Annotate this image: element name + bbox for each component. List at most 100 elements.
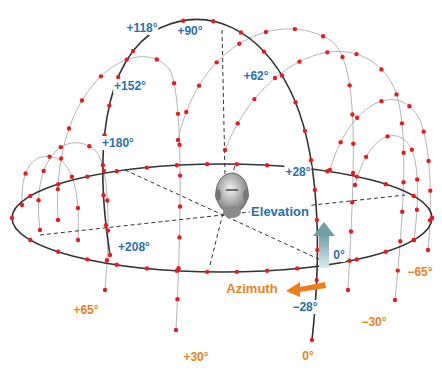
speaker-dot <box>102 169 106 173</box>
angle-label: +118° <box>125 21 158 35</box>
angle-label: 0° <box>301 349 314 363</box>
speaker-dot <box>430 216 434 220</box>
speaker-dot <box>181 18 185 22</box>
speaker-dot <box>293 100 297 104</box>
thin-arc <box>225 51 404 300</box>
speaker-dot <box>355 174 359 178</box>
speaker-dot <box>178 173 182 177</box>
speaker-dot <box>214 60 218 64</box>
speaker-dot <box>197 83 201 87</box>
speaker-dot <box>347 259 351 263</box>
angle-label: +180° <box>101 136 135 150</box>
angle-label: +30° <box>182 350 209 364</box>
speaker-dot <box>145 266 149 270</box>
speaker-dot <box>47 154 51 158</box>
axis-label: Elevation <box>250 205 310 219</box>
angle-label: +90° <box>176 24 203 38</box>
speaker-dot <box>264 30 268 34</box>
speaker-dot <box>105 258 109 262</box>
speaker-dot <box>239 30 243 34</box>
speaker-dot <box>364 155 368 159</box>
speaker-dot <box>428 188 432 192</box>
speaker-dot <box>293 27 297 31</box>
speaker-dot <box>131 49 135 53</box>
speaker-dot <box>41 169 45 173</box>
speaker-dot <box>422 129 426 133</box>
speaker-dot <box>107 103 111 107</box>
speaker-dot <box>101 163 105 167</box>
speaker-dot <box>265 163 269 167</box>
speaker-dot <box>237 42 241 46</box>
speaker-dot <box>350 112 354 116</box>
speaker-dot <box>415 208 419 212</box>
speaker-dot <box>85 174 89 178</box>
speaker-dot <box>184 110 188 114</box>
speaker-dot <box>349 229 353 233</box>
speaker-dot <box>59 156 63 160</box>
speaker-dot <box>67 126 71 130</box>
speaker-dot <box>410 148 414 152</box>
speaker-dot <box>398 239 402 243</box>
thin-arc <box>22 156 79 240</box>
azimuth-arrow <box>286 282 326 297</box>
speaker-dot <box>401 180 405 184</box>
speaker-dot <box>101 193 105 197</box>
speaker-dot <box>59 145 63 149</box>
angle-label: −65° <box>406 265 433 279</box>
speaker-dot <box>430 216 434 220</box>
speaker-dot <box>280 73 284 77</box>
speaker-dot <box>355 257 359 261</box>
speaker-dot <box>108 253 112 257</box>
speaker-dot <box>36 198 40 202</box>
thin-arc <box>355 136 418 240</box>
speaker-dot <box>104 223 108 227</box>
speaker-dot <box>384 250 388 254</box>
speaker-dot <box>87 144 91 148</box>
speaker-dot <box>56 182 60 186</box>
speaker-dot <box>235 270 239 274</box>
speaker-dot <box>338 140 342 144</box>
speaker-dot <box>56 250 60 254</box>
speaker-dot <box>176 112 180 116</box>
speaker-dot <box>379 99 383 103</box>
speaker-dot <box>415 177 419 181</box>
speaker-dot <box>321 34 325 38</box>
speaker-dot <box>205 162 209 166</box>
speaker-dot <box>177 143 181 147</box>
speaker-dot <box>211 19 215 23</box>
speaker-dot <box>76 238 80 242</box>
speaker-dot <box>355 115 359 119</box>
speaker-dot <box>393 298 397 302</box>
speaker-dot <box>103 288 107 292</box>
speaker-dot <box>314 278 318 282</box>
thin-arc <box>178 29 353 290</box>
angle-label: −30° <box>360 315 387 329</box>
speaker-dot <box>400 121 404 125</box>
speaker-dot <box>28 238 32 242</box>
speaker-dot <box>351 171 355 175</box>
elevation-circle <box>103 20 318 340</box>
speaker-dot <box>115 169 119 173</box>
speaker-dot <box>85 257 89 261</box>
speaker-dot <box>325 50 329 54</box>
speaker-dot <box>310 338 314 342</box>
speaker-dot <box>350 200 354 204</box>
speaker-dot <box>178 204 182 208</box>
speaker-dot <box>396 268 400 272</box>
speaker-dot <box>175 269 179 273</box>
speaker-dot <box>384 182 388 186</box>
speaker-dot <box>20 203 24 207</box>
speaker-dot <box>176 138 180 142</box>
thin-arc <box>38 143 108 290</box>
speaker-dot <box>400 210 404 214</box>
speaker-dot <box>313 188 317 192</box>
speaker-dot <box>426 159 430 163</box>
speaker-dot <box>175 163 179 167</box>
speaker-dot <box>28 194 32 198</box>
axis-line <box>222 30 225 175</box>
speaker-dot <box>297 59 301 63</box>
speaker-dot <box>115 263 119 267</box>
speaker-dot <box>379 67 383 71</box>
speaker-dot <box>205 270 209 274</box>
speaker-dot <box>262 49 266 53</box>
